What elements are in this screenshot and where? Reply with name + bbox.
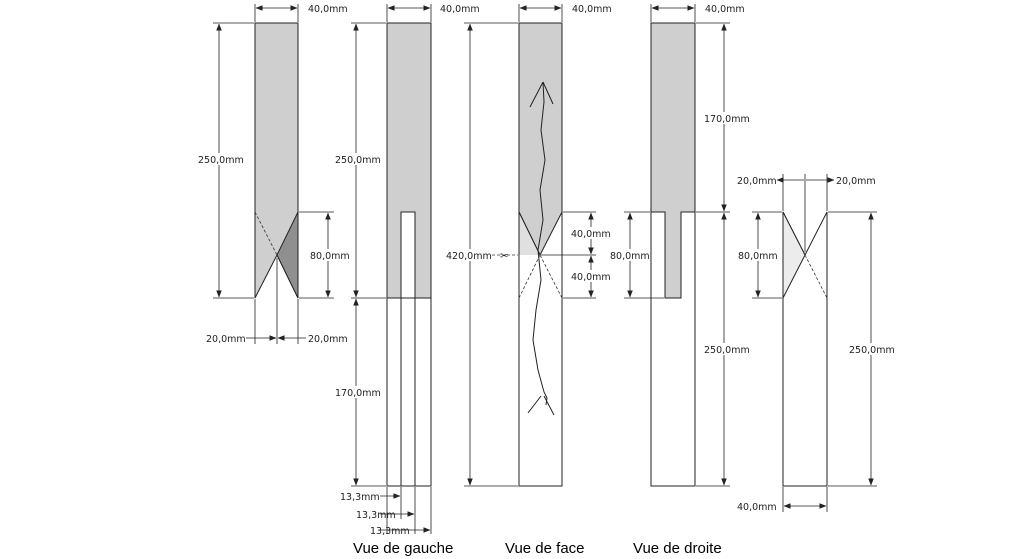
- dim-label: 13,3mm: [340, 492, 380, 503]
- front-view: ✂ 40,0mm 420,0mm 40,0mm 40,0mm Vue de fa…: [446, 4, 612, 557]
- dim-label: 40,0mm: [571, 272, 611, 283]
- front-view-frame: [518, 22, 563, 487]
- right-view: 40,0mm 170,0mm 80,0mm 250,0mm Vue de dro…: [609, 4, 750, 557]
- dim-label: 80,0mm: [610, 251, 650, 262]
- view-title: Vue de face: [505, 540, 585, 557]
- dim-label: 20,0mm: [836, 176, 876, 187]
- view-title: Vue de droite: [633, 540, 722, 557]
- right-piece: 20,0mm 20,0mm 80,0mm 250,0mm 40,0mm: [737, 174, 895, 513]
- dim-label: 13,3mm: [356, 510, 396, 521]
- dim-label: 250,0mm: [849, 345, 895, 356]
- dim-label: 250,0mm: [335, 155, 381, 166]
- left-view-lower: [386, 297, 432, 487]
- dim-label: 20,0mm: [737, 176, 777, 187]
- front-bevel-edge: [518, 211, 541, 256]
- dim-label: 40,0mm: [705, 4, 745, 15]
- dim-label: 170,0mm: [704, 114, 750, 125]
- left-piece-bevel-face: [276, 211, 299, 299]
- dim-label: 20,0mm: [308, 334, 348, 345]
- left-view: 40,0mm 250,0mm 170,0mm 13,3mm 13,3mm 13,…: [334, 4, 480, 557]
- dim-label: 80,0mm: [738, 251, 778, 262]
- left-piece-hidden-edge: [254, 211, 278, 256]
- dim-label: 80,0mm: [310, 251, 350, 262]
- right-view-lower: [650, 211, 696, 487]
- dim-label: 420,0mm: [446, 251, 492, 262]
- dim-label: 13,3mm: [370, 526, 410, 537]
- dim-label: 20,0mm: [206, 334, 246, 345]
- crack-line: [532, 81, 548, 406]
- dim-label: 40,0mm: [308, 4, 348, 15]
- left-view-upper: [386, 22, 432, 299]
- dim-label: 250,0mm: [198, 155, 244, 166]
- dim-label: 170,0mm: [335, 388, 381, 399]
- left-piece: 40,0mm 250,0mm 80,0mm 20,0mm 20,0mm: [197, 4, 350, 345]
- dim-label: 40,0mm: [571, 229, 611, 240]
- scissors-icon: ✂: [500, 251, 508, 262]
- dim-label: 250,0mm: [704, 345, 750, 356]
- dim-label: 40,0mm: [440, 4, 480, 15]
- front-view-upper: [518, 22, 563, 257]
- dim-label: 40,0mm: [737, 502, 777, 513]
- view-title: Vue de gauche: [353, 540, 453, 557]
- dim-label: 40,0mm: [572, 4, 612, 15]
